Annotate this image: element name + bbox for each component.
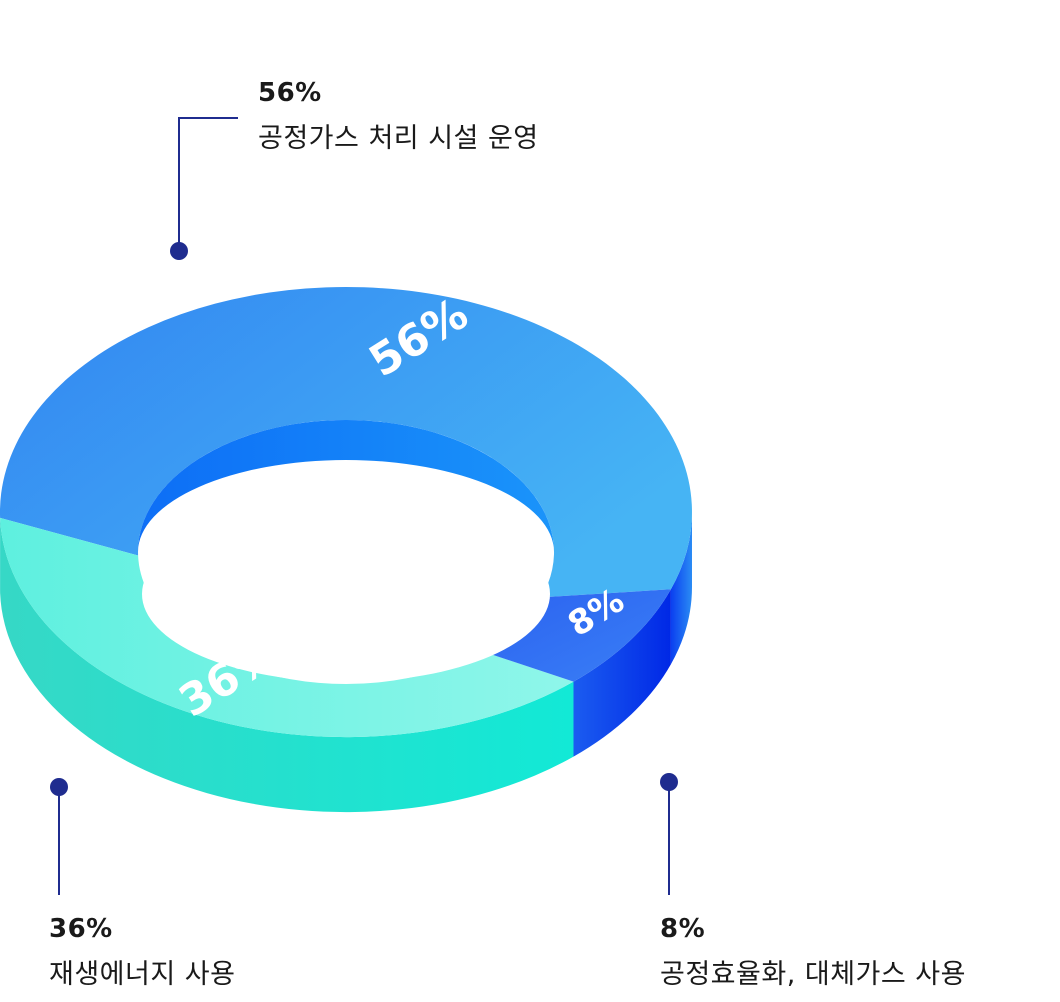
callout-dot <box>50 778 68 796</box>
callout-line-renewable <box>50 778 68 895</box>
slice-renewable <box>0 517 574 738</box>
callout-line-efficiency <box>660 773 678 895</box>
callout-dot <box>170 242 188 260</box>
callout-percent: 36% <box>49 914 113 944</box>
donut-tops <box>0 286 692 738</box>
slice-efficiency <box>482 589 671 682</box>
donut-hole <box>142 506 550 682</box>
callout-label: 재생에너지 사용 <box>49 959 236 990</box>
side-operation <box>670 512 692 665</box>
callout-dot <box>660 773 678 791</box>
callout-lines <box>50 117 678 895</box>
callout-label: 공정효율화, 대체가스 사용 <box>660 959 966 990</box>
side-renewable <box>0 517 574 813</box>
callout-line-operation <box>170 117 238 260</box>
donut-sides <box>0 512 692 813</box>
callout-label: 공정가스 처리 시설 운영 <box>258 123 539 154</box>
slice-operation <box>0 286 692 598</box>
callout-percent: 56% <box>258 78 322 108</box>
callout-efficiency: 8% 공정효율화, 대체가스 사용 <box>660 912 966 994</box>
callout-percent: 8% <box>660 914 706 944</box>
side-efficiency <box>573 589 671 757</box>
callout-renewable: 36% 재생에너지 사용 <box>49 912 235 994</box>
callout-operation: 56% 공정가스 처리 시설 운영 <box>258 76 539 158</box>
